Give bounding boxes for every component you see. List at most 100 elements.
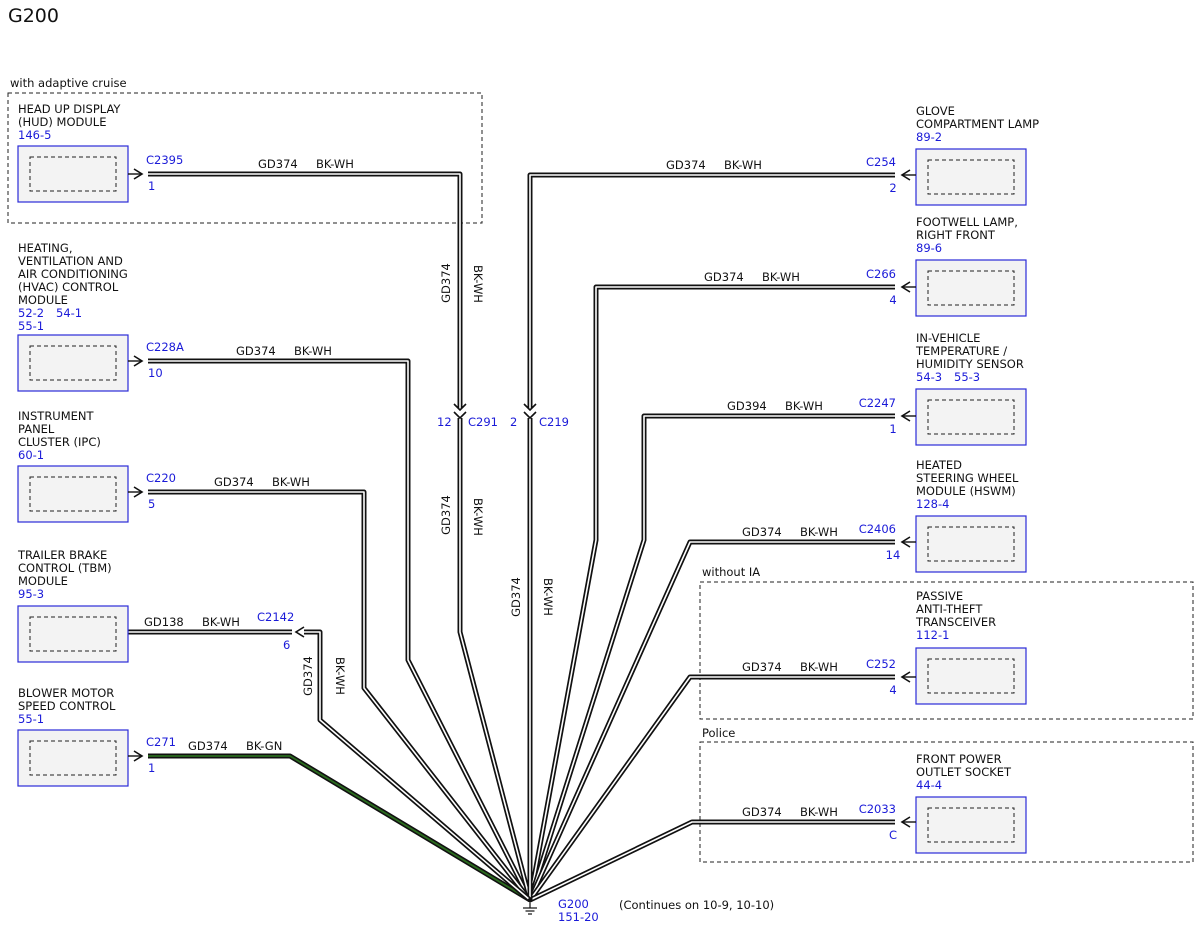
component-box — [915, 388, 1027, 446]
connector-name: C271 — [146, 735, 176, 749]
inline-connector-arrow — [453, 411, 467, 420]
component-name-line: INSTRUMENT — [18, 409, 95, 423]
component-name-line: BLOWER MOTOR — [18, 686, 114, 700]
component-ref: 89-2 — [916, 130, 942, 144]
wire-invehicle-core — [529, 415, 895, 901]
wire-circuit-label: GD374 — [258, 157, 298, 171]
component-name-line: TRANSCEIVER — [915, 615, 996, 629]
connector-pin: 10 — [148, 366, 163, 380]
component-name-line: COMPARTMENT LAMP — [916, 117, 1039, 131]
component-name-line: TRAILER BRAKE — [17, 548, 107, 562]
connector-name: C2033 — [859, 802, 896, 816]
wire-hud — [148, 171, 463, 408]
wire-hswm-core — [529, 541, 895, 901]
wire-trunk-0-core — [459, 418, 531, 901]
wire-color-label: BK-WH — [471, 265, 485, 303]
component-box — [17, 145, 129, 203]
connector-name: C2247 — [859, 396, 896, 410]
connector-arrow — [294, 626, 305, 638]
wire-circuit-label: GD374 — [188, 739, 228, 753]
wire-color-label: BK-WH — [316, 157, 354, 171]
component-name-line: PANEL — [18, 422, 55, 436]
connector-name: C266 — [866, 267, 896, 281]
component-ref: 89-6 — [916, 241, 942, 255]
connector-name: C2395 — [146, 153, 183, 167]
connector-name: C2406 — [859, 522, 896, 536]
component-name-line: MODULE — [18, 293, 68, 307]
wire-glove — [527, 172, 895, 408]
inline-connector-arrow — [523, 411, 537, 420]
component-name-line: AIR CONDITIONING — [18, 267, 128, 281]
component-inner-outline — [29, 616, 117, 652]
wire-circuit-label: GD138 — [144, 615, 184, 629]
wire-footwell — [527, 284, 895, 901]
inline-connector-arrow — [523, 403, 537, 412]
component-ref: 54-1 — [56, 306, 82, 320]
component-name-line: RIGHT FRONT — [916, 228, 996, 242]
component-name-line: FOOTWELL LAMP, — [916, 215, 1018, 229]
wire-pats-core — [529, 676, 895, 901]
component-ref: 52-2 — [18, 306, 44, 320]
connector-pin: 6 — [283, 638, 290, 652]
component-name-line: (HVAC) CONTROL — [18, 280, 119, 294]
component-name-line: HEATED — [916, 458, 962, 472]
wire-circuit-label: GD374 — [236, 344, 276, 358]
connector-pin: 1 — [148, 179, 155, 193]
component-ref: 55-3 — [954, 370, 980, 384]
wire-color-label: BK-WH — [541, 578, 555, 616]
wire-blower-core — [148, 755, 531, 901]
connector-name: C254 — [866, 155, 896, 169]
component-name-line: STEERING WHEEL — [916, 471, 1019, 485]
component-name-line: SPEED CONTROL — [18, 699, 116, 713]
option-group-adaptive — [7, 92, 483, 224]
component-inner-outline — [29, 156, 117, 192]
ground-note: (Continues on 10-9, 10-10) — [619, 898, 774, 912]
option-group-label: without IA — [702, 565, 760, 579]
component-inner-outline — [927, 807, 1015, 843]
component-ref: 44-4 — [916, 778, 942, 792]
component-name-line: TEMPERATURE / — [915, 344, 1007, 358]
wire-circuit-label: GD374 — [666, 158, 706, 172]
ground-splice-dot — [527, 897, 533, 903]
component-inner-outline — [927, 658, 1015, 694]
wire-circuit-label: GD374 — [704, 270, 744, 284]
component-name-line: HUMIDITY SENSOR — [916, 357, 1024, 371]
connector-name: C252 — [866, 657, 896, 671]
connector-pin: 4 — [889, 293, 896, 307]
component-box — [17, 605, 129, 663]
component-box — [915, 647, 1027, 705]
connector-pin: C — [889, 828, 897, 842]
wire-color-label: BK-GN — [246, 739, 282, 753]
inline-connector-arrow — [453, 403, 467, 412]
wire-footwell-core — [529, 286, 895, 901]
wire-power — [528, 819, 895, 903]
connector-pin: 1 — [148, 761, 155, 775]
component-ref: 112-1 — [916, 628, 949, 642]
connector-pin: 4 — [889, 683, 896, 697]
wire-color-label: BK-WH — [272, 475, 310, 489]
component-name-line: ANTI-THEFT — [916, 602, 983, 616]
connector-name: C2142 — [257, 610, 294, 624]
wire-circuit-label: GD374 — [301, 656, 315, 696]
component-inner-outline — [29, 740, 117, 776]
component-inner-outline — [927, 399, 1015, 435]
component-hud: HEAD UP DISPLAY(HUD) MODULE146-5C23951GD… — [17, 102, 354, 203]
option-group-label: Police — [702, 726, 735, 740]
component-name-line: FRONT POWER — [916, 752, 1002, 766]
wire-color-label: BK-WH — [762, 270, 800, 284]
inline-connector-name: C219 — [539, 415, 569, 429]
wire-glove-core — [529, 174, 895, 408]
